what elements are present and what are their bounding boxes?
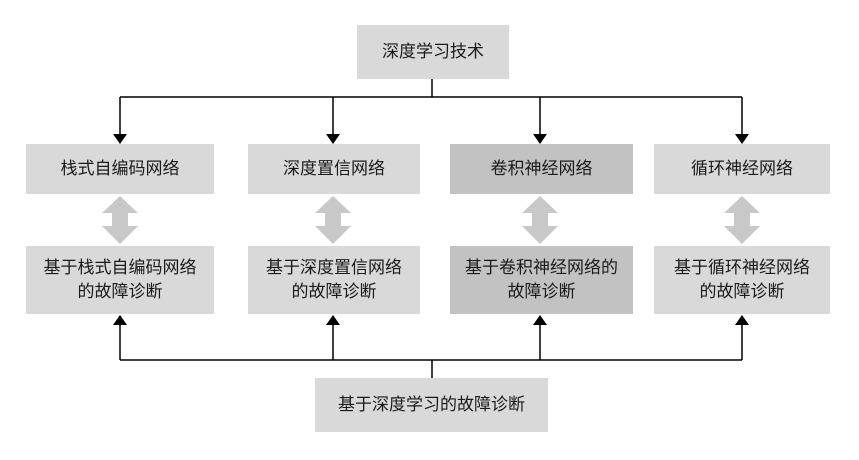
top-connector [113, 79, 749, 144]
network-node-stacked-autoencoder: 栈式自编码网络 [26, 144, 214, 194]
double-arrow-3 [522, 196, 558, 244]
network-node-cnn: 卷积神经网络 [450, 144, 633, 194]
bottom-connector [113, 315, 749, 378]
diagnosis-node-cnn: 基于卷积神经网络的 故障诊断 [450, 246, 633, 314]
double-arrow-1 [102, 196, 138, 244]
diagnosis-node-stacked-autoencoder: 基于栈式自编码网络 的故障诊断 [26, 246, 214, 314]
diagnosis-node-deep-belief: 基于深度置信网络 的故障诊断 [248, 246, 420, 314]
double-arrow-2 [315, 196, 351, 244]
network-node-deep-belief: 深度置信网络 [248, 144, 420, 194]
double-arrow-4 [724, 196, 760, 244]
network-node-rnn: 循环神经网络 [654, 144, 830, 194]
double-arrows [102, 196, 760, 244]
diagnosis-node-rnn: 基于循环神经网络 的故障诊断 [654, 246, 830, 314]
summary-node: 基于深度学习的故障诊断 [315, 378, 548, 432]
root-node: 深度学习技术 [357, 25, 509, 79]
